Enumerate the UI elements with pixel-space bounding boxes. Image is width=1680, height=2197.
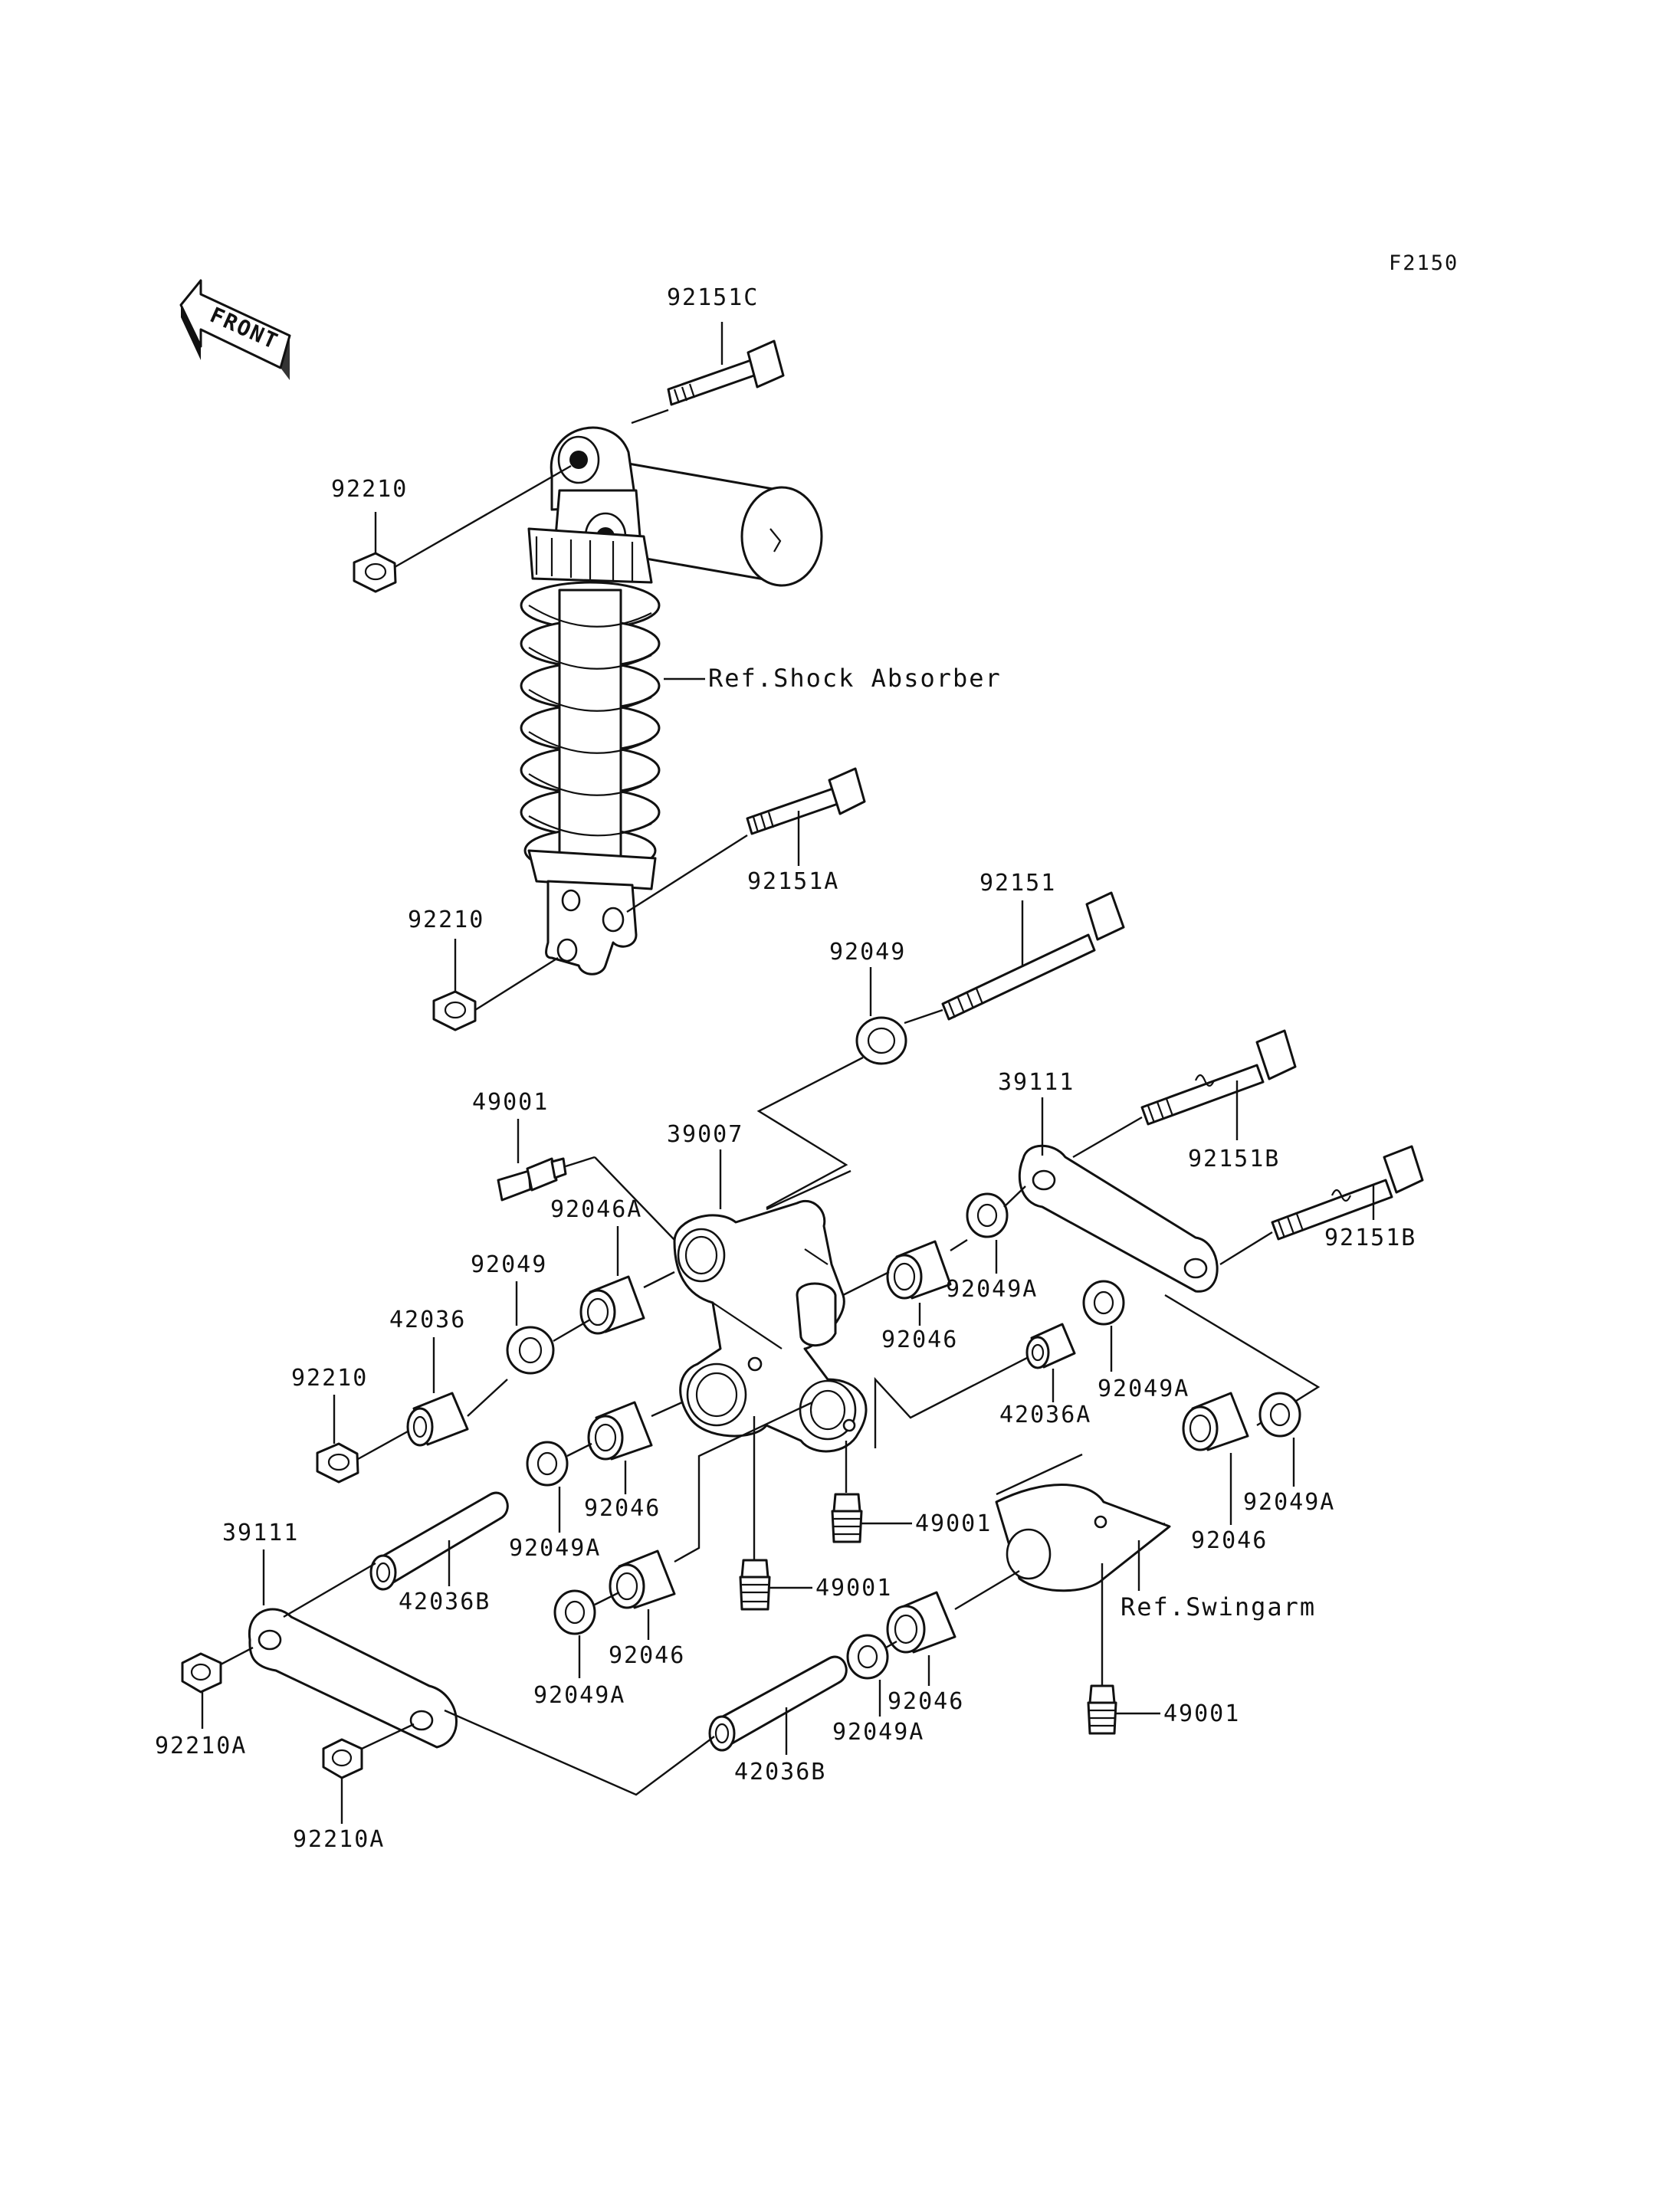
label-92151b-upper: 92151B xyxy=(1188,1146,1280,1172)
label-49001-b: 49001 xyxy=(915,1510,992,1537)
bearing-92046-bottom xyxy=(886,1569,1020,1654)
collar-92049a-upper xyxy=(950,1185,1026,1252)
label-42036b-lower: 42036B xyxy=(734,1759,826,1785)
label-92046-right: 92046 xyxy=(1191,1527,1268,1554)
label-92046-upper-right: 92046 xyxy=(881,1326,958,1353)
label-92049a-far-right: 92049A xyxy=(1243,1489,1335,1516)
label-92049a-upper: 92049A xyxy=(946,1276,1038,1303)
grease-fitting-49001-b xyxy=(831,1441,912,1543)
collar-92049a-bottom xyxy=(846,1634,897,1680)
nut-92210-mid xyxy=(432,956,559,1031)
label-ref-shock: Ref.Shock Absorber xyxy=(708,664,1002,693)
label-92049a-bottom: 92049A xyxy=(832,1719,924,1746)
label-92151a: 92151A xyxy=(747,868,839,895)
label-42036a: 42036A xyxy=(999,1402,1091,1428)
label-49001-d: 49001 xyxy=(1163,1700,1240,1727)
bolt-92151b-upper xyxy=(1072,1029,1297,1159)
grease-fitting-49001-d xyxy=(1087,1684,1160,1735)
shock-absorber xyxy=(520,426,823,976)
label-92210a-left: 92210A xyxy=(155,1733,247,1759)
label-49001-a: 49001 xyxy=(472,1089,549,1116)
swingarm xyxy=(995,1453,1171,1686)
bearing-92046-left-mid xyxy=(587,1401,683,1461)
bearing-92046-upper-right xyxy=(842,1240,952,1300)
sleeve-42036 xyxy=(406,1379,508,1447)
grease-fitting-49001-c xyxy=(739,1416,812,1611)
label-42036b-upper: 42036B xyxy=(399,1589,491,1615)
sleeve-42036b-upper xyxy=(369,1491,509,1591)
front-arrow-icon: FRONT xyxy=(179,279,291,380)
bearing-92046-right xyxy=(1182,1392,1249,1451)
label-92046-bottom: 92046 xyxy=(888,1688,964,1715)
label-92151: 92151 xyxy=(979,870,1056,897)
link-39111-right xyxy=(1018,1144,1219,1293)
label-ref-swingarm: Ref.Swingarm xyxy=(1121,1592,1316,1622)
label-92049a-left-mid: 92049A xyxy=(509,1535,601,1562)
label-92046-left-mid: 92046 xyxy=(584,1495,661,1522)
collar-92049-left xyxy=(506,1318,591,1375)
rocker-arm-39007 xyxy=(673,1199,868,1453)
bolt-92151b-lower xyxy=(1219,1145,1424,1266)
sleeve-42036b-lower xyxy=(444,1655,848,1796)
label-92210a-right: 92210A xyxy=(293,1826,385,1853)
bearing-92046-left-low xyxy=(609,1401,813,1609)
nut-92210-top xyxy=(353,464,572,593)
bolt-92151 xyxy=(904,891,1125,1025)
label-92151c: 92151C xyxy=(667,284,759,311)
label-92046a: 92046A xyxy=(550,1196,642,1223)
label-92049a-right: 92049A xyxy=(1098,1376,1189,1402)
nut-92210a-left xyxy=(181,1646,254,1694)
label-92046-left-low: 92046 xyxy=(609,1642,685,1669)
grease-fitting-49001-a xyxy=(497,1156,675,1241)
label-92049-left: 92049 xyxy=(471,1251,547,1278)
collar-92049a-far-right xyxy=(1258,1392,1301,1438)
link-39111-left xyxy=(248,1562,458,1749)
label-92210-mid: 92210 xyxy=(408,907,484,933)
nut-92210a-right xyxy=(322,1723,415,1779)
collar-92049a-right xyxy=(1082,1280,1125,1326)
sleeve-42036a xyxy=(874,1323,1076,1448)
bolt-92151a xyxy=(626,767,866,913)
label-92210-top: 92210 xyxy=(331,476,408,503)
nut-92210-left xyxy=(316,1430,409,1484)
label-92210-left: 92210 xyxy=(291,1365,368,1392)
label-39111-left: 39111 xyxy=(222,1520,299,1546)
figure-code: F2150 xyxy=(1389,251,1459,275)
label-49001-c: 49001 xyxy=(815,1575,892,1602)
label-39111-right: 39111 xyxy=(998,1069,1075,1096)
collar-92049-top xyxy=(855,1016,907,1065)
bearing-92046a xyxy=(579,1271,675,1335)
label-42036: 42036 xyxy=(389,1307,466,1333)
label-39007: 39007 xyxy=(667,1121,743,1148)
collar-92049a-left-mid xyxy=(526,1441,592,1487)
collar-92049a-left-low xyxy=(553,1589,620,1635)
label-92049-top: 92049 xyxy=(829,939,906,966)
bolt-92151c xyxy=(631,339,785,425)
label-92151b-lower: 92151B xyxy=(1324,1225,1416,1251)
label-92049a-left-low: 92049A xyxy=(533,1682,625,1709)
